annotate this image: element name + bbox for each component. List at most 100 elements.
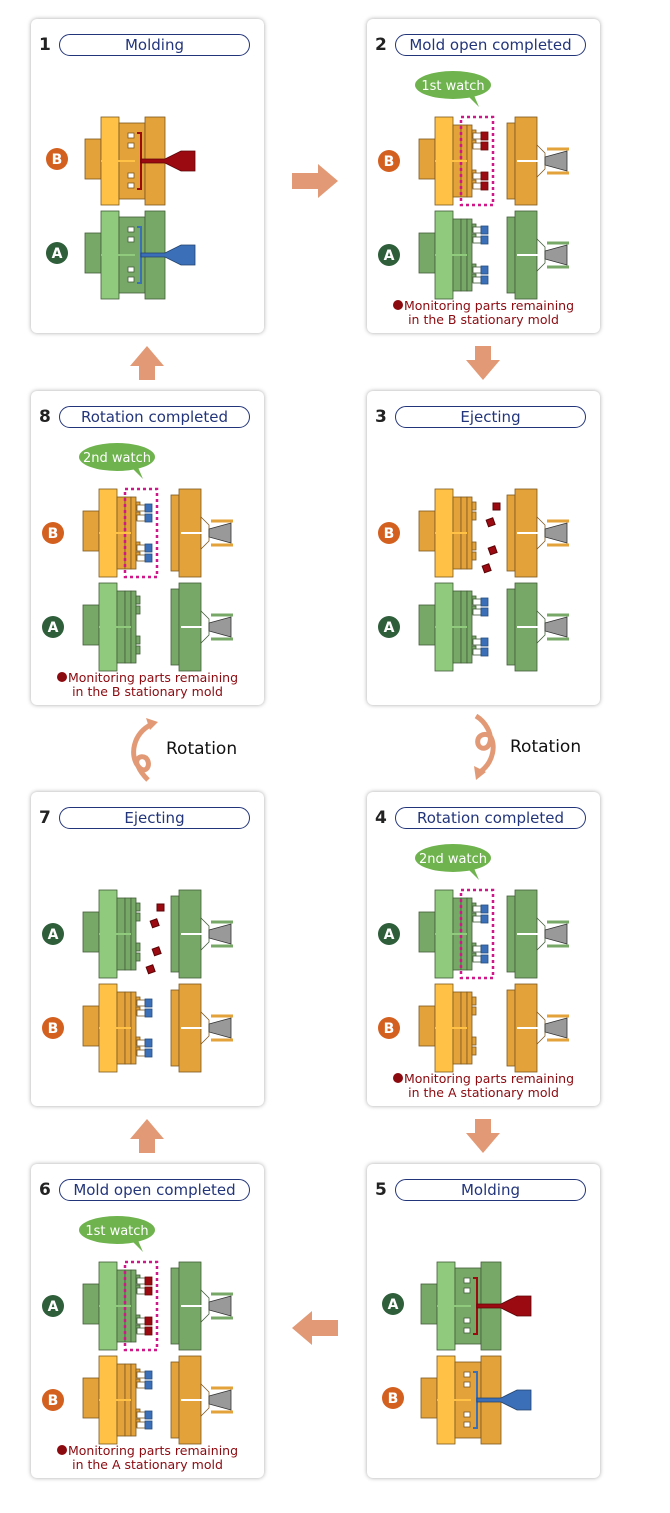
molded-part [144,543,153,553]
cavity [463,1327,471,1334]
svg-text:A: A [48,620,59,636]
step-number: 3 [375,407,387,427]
molded-part [144,1380,153,1390]
molded-part [480,904,489,914]
mold-b-badge: B [42,522,64,544]
svg-text:B: B [48,1393,59,1409]
step-title: Rotation completed [59,406,250,428]
cavity [127,142,135,149]
svg-text:A: A [52,246,63,262]
rotate-counterclockwise-icon [131,718,158,782]
molded-part [136,514,146,522]
stationary-mold-half [170,1355,233,1445]
molded-part [144,998,153,1008]
molded-part [136,544,146,552]
svg-text:A: A [48,927,59,943]
molded-part [472,905,482,913]
molded-part [136,1039,146,1047]
stationary-mold-half [506,210,569,300]
molded-part [144,513,153,523]
step-title: Molding [395,1179,586,1201]
moving-mold-half [82,1355,153,1445]
stationary-mold-half [170,488,233,578]
svg-text:2nd watch: 2nd watch [83,451,151,466]
molded-part [136,1287,146,1295]
closed-mold [84,210,196,300]
svg-text:B: B [384,154,395,170]
mold-b-badge: B [382,1387,404,1409]
molded-part [472,276,482,284]
cavity [463,1277,471,1284]
nozzle [208,616,232,638]
molded-part [136,1009,146,1017]
cavity [127,236,135,243]
molded-part [144,1326,153,1336]
moving-mold-half [82,1261,153,1351]
rotation-label: Rotation [166,739,238,759]
molded-part [144,1008,153,1018]
stationary-mold-half [170,983,233,1073]
injection-unit [476,1295,532,1317]
nozzle [208,1295,232,1317]
mold-diagram: AB [42,889,233,1073]
molded-part [480,265,489,275]
molded-part [144,553,153,563]
ejected-part [149,918,160,929]
moving-mold-half [418,488,477,578]
mold-diagram: AB [382,1261,532,1445]
molded-part [480,607,489,617]
molded-part [136,1277,146,1285]
molded-part [136,1421,146,1429]
cavity [463,1381,471,1388]
moving-mold-half [418,582,489,672]
molded-part [472,648,482,656]
molded-part [472,132,482,140]
nozzle [208,923,232,945]
nozzle [544,923,568,945]
step-title: Ejecting [395,406,586,428]
molded-part [136,999,146,1007]
mold-b-badge: B [46,148,68,170]
molded-part [472,945,482,953]
molded-part [480,235,489,245]
nozzle [544,1017,568,1039]
cavity [463,1287,471,1294]
cavity [127,182,135,189]
svg-text:A: A [384,248,395,264]
mold-a-badge: A [46,242,68,264]
molded-part [144,1048,153,1058]
cavity [127,172,135,179]
stationary-mold-half [170,582,233,672]
nozzle [544,244,568,266]
molded-part [136,1317,146,1325]
ejected-part [492,502,501,511]
mold-b-badge: B [42,1389,64,1411]
step-title: Molding [59,34,250,56]
cavity [463,1421,471,1428]
molded-part [472,955,482,963]
bullet-icon [392,300,403,310]
rotation-indicator-left: Rotation [126,716,237,782]
molded-part [136,554,146,562]
stationary-mold-half [170,889,233,979]
cavity [127,276,135,283]
molded-part [472,266,482,274]
mold-a-badge: A [42,923,64,945]
molded-part [472,172,482,180]
rotation-label: Rotation [510,737,582,757]
step-number: 4 [375,808,387,828]
step-number: 1 [39,35,51,55]
step-title: Ejecting [59,807,250,829]
closed-mold [420,1261,532,1351]
arrow-left-icon [292,1311,338,1345]
molded-part [136,1381,146,1389]
svg-text:1st watch: 1st watch [421,79,484,94]
molded-part [144,1286,153,1296]
